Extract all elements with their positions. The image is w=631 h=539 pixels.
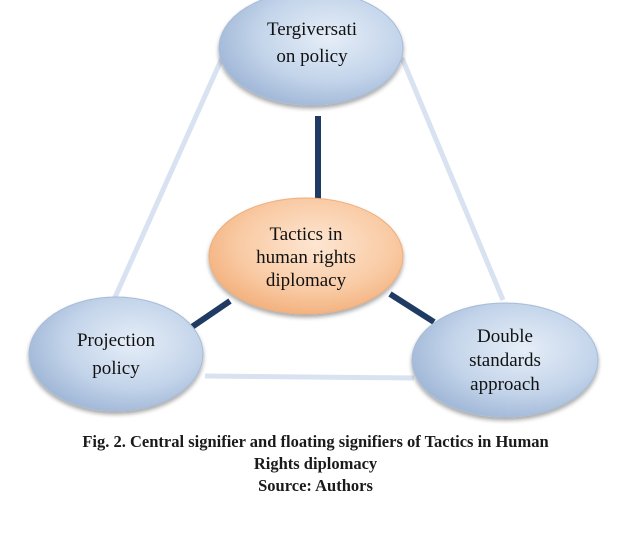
caption-line2: Rights diplomacy: [253, 454, 378, 473]
caption-source: Source: Authors: [258, 476, 373, 495]
weak-link-top-left: [101, 56, 225, 324]
central-node-line3: diplomacy: [266, 270, 347, 291]
caption-line1: Fig. 2. Central signifier and floating s…: [82, 432, 549, 451]
node-double-standards-line2: standards: [469, 350, 541, 371]
node-tergiversation-policy: Tergiversati on policy: [218, 0, 404, 106]
weak-link-top-right: [399, 57, 506, 301]
node-double-standards: Double standards approach: [411, 302, 599, 418]
node-projection-policy-line1: Projection: [77, 330, 156, 351]
node-double-standards-line3: approach: [470, 374, 540, 395]
central-node-line1: Tactics in: [269, 224, 343, 245]
central-node-tactics: Tactics in human rights diplomacy: [208, 197, 404, 315]
strong-link-center-right: [388, 291, 436, 325]
node-tergiversation-policy-line1: Tergiversati: [267, 19, 357, 40]
node-double-standards-line1: Double: [477, 326, 533, 347]
central-node-line2: human rights: [256, 247, 356, 268]
strong-link-center-left: [184, 298, 232, 334]
signifier-diagram: Tergiversati on policy Tactics in human …: [28, 0, 599, 418]
node-projection-policy-line2: policy: [92, 358, 140, 379]
node-tergiversation-policy-line2: on policy: [276, 46, 348, 67]
weak-link-left-right: [204, 373, 415, 381]
figure-caption: Fig. 2. Central signifier and floating s…: [0, 431, 631, 497]
node-projection-policy: Projection policy: [28, 296, 204, 412]
